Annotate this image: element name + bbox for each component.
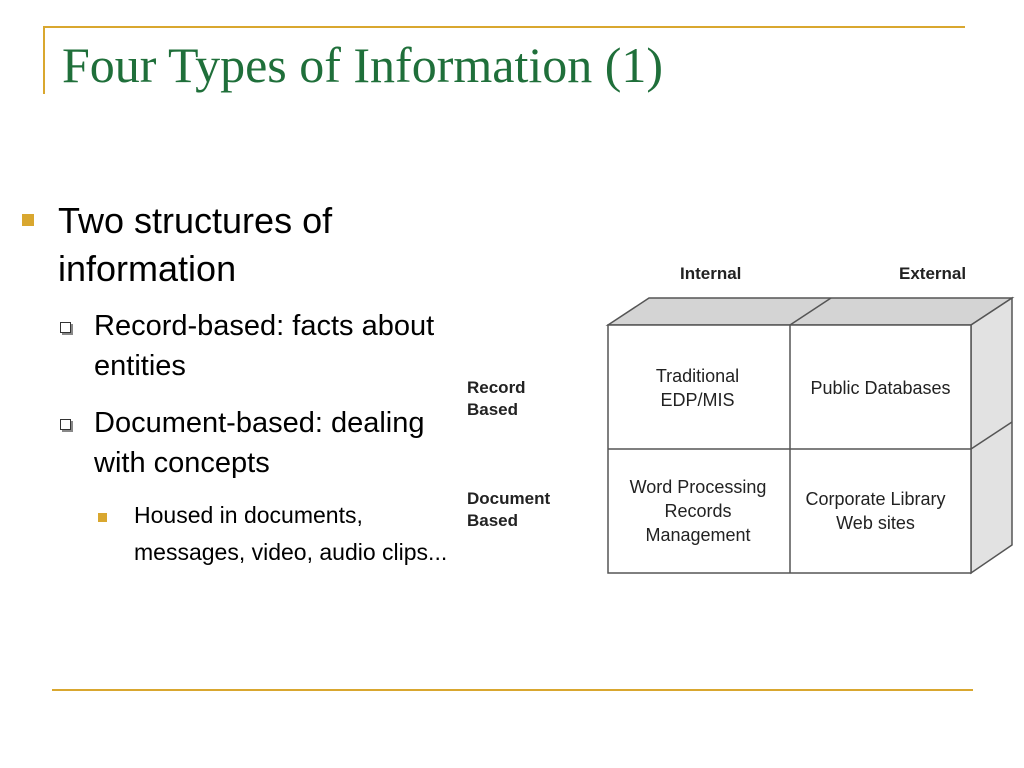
hollow-square-bullet-icon	[60, 419, 71, 430]
cell-document-internal: Word Processing Records Management	[629, 477, 767, 545]
bullet-main-text: Two structures of information	[58, 200, 333, 289]
row-header-document-based: Document Based	[467, 489, 551, 530]
cube-side-divider	[970, 421, 1013, 450]
square-bullet-icon	[22, 214, 34, 226]
accent-vertical-line	[43, 26, 45, 94]
cell-document-external: Corporate Library Web sites	[805, 489, 946, 533]
information-types-diagram: Internal External Record Based Document …	[455, 255, 1024, 585]
cube-graphic	[605, 296, 1015, 575]
bullet-housed-in-text: Housed in documents, messages, video, au…	[134, 502, 448, 565]
accent-top-line	[43, 26, 965, 28]
hollow-square-bullet-icon	[60, 322, 71, 333]
cell-record-external: Public Databases	[810, 378, 951, 398]
cell-record-internal: Traditional EDP/MIS	[655, 366, 740, 410]
bullet-record-based-text: Record-based: facts about entities	[94, 310, 435, 382]
cube-top-divider	[789, 297, 832, 326]
column-header-internal: Internal	[680, 264, 742, 283]
column-header-external: External	[899, 264, 967, 283]
accent-bottom-line	[52, 689, 973, 691]
small-square-bullet-icon	[98, 513, 107, 522]
row-header-record-based: Record Based	[467, 378, 526, 419]
bullet-document-based-text: Document-based: dealing with concepts	[94, 407, 425, 479]
slide-title: Four Types of Information (1)	[62, 37, 664, 93]
